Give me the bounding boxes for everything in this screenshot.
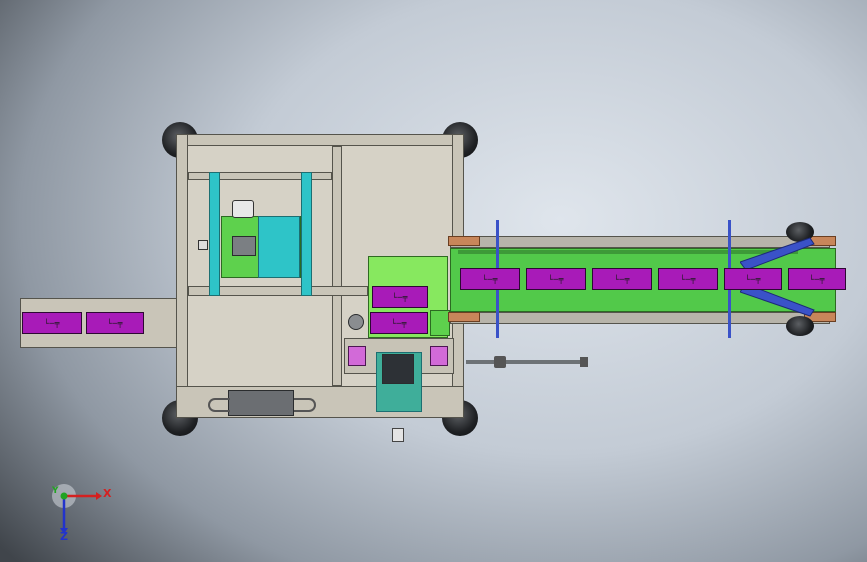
belt-shadow [458, 250, 798, 254]
lift-bearing-right [430, 346, 448, 366]
drive-motor[interactable] [228, 390, 294, 416]
guide-funnel [740, 237, 815, 317]
product-box[interactable]: └─╤ [370, 312, 428, 334]
stack-side-plate [430, 310, 450, 336]
conveyor-bracket [448, 312, 480, 322]
z-axis-label: Z [60, 530, 68, 543]
x-axis-label: X [103, 487, 112, 500]
frame-cross-bar [188, 286, 368, 296]
cylinder-end [580, 357, 588, 367]
gantry-left-rail[interactable] [209, 172, 220, 296]
sprocket-icon [348, 314, 364, 330]
product-box[interactable]: └─╤ [372, 286, 428, 308]
pneumatic-cylinder[interactable] [466, 360, 586, 364]
sensor-icon [198, 240, 208, 250]
frame-left-post [176, 134, 188, 418]
product-box[interactable]: └─╤ [724, 268, 782, 290]
conveyor-bracket [448, 236, 480, 246]
pick-head-motor[interactable] [258, 216, 300, 278]
conveyor-roller [786, 316, 814, 336]
product-box[interactable]: └─╤ [592, 268, 652, 290]
cylinder-end [494, 356, 506, 368]
y-axis-label: Y [52, 486, 59, 496]
conveyor-roller [786, 222, 814, 242]
pick-head-gear [232, 236, 256, 256]
product-box[interactable]: └─╤ [658, 268, 718, 290]
coordinate-triad [52, 484, 102, 534]
lift-bearing-left [348, 346, 366, 366]
handle-icon [294, 398, 316, 412]
product-box[interactable]: └─╤ [86, 312, 144, 334]
product-box[interactable]: └─╤ [22, 312, 82, 334]
product-box[interactable]: └─╤ [526, 268, 586, 290]
product-box[interactable]: └─╤ [788, 268, 846, 290]
handle-icon [208, 398, 230, 412]
frame-mid-post [332, 146, 342, 386]
gantry-right-rail[interactable] [301, 172, 312, 296]
lift-motor-cap [382, 354, 414, 384]
valve-icon [392, 428, 404, 442]
product-box[interactable]: └─╤ [460, 268, 520, 290]
gripper-icon [232, 200, 254, 218]
gantry-top-bar [188, 172, 332, 180]
frame-top-beam [176, 134, 464, 146]
